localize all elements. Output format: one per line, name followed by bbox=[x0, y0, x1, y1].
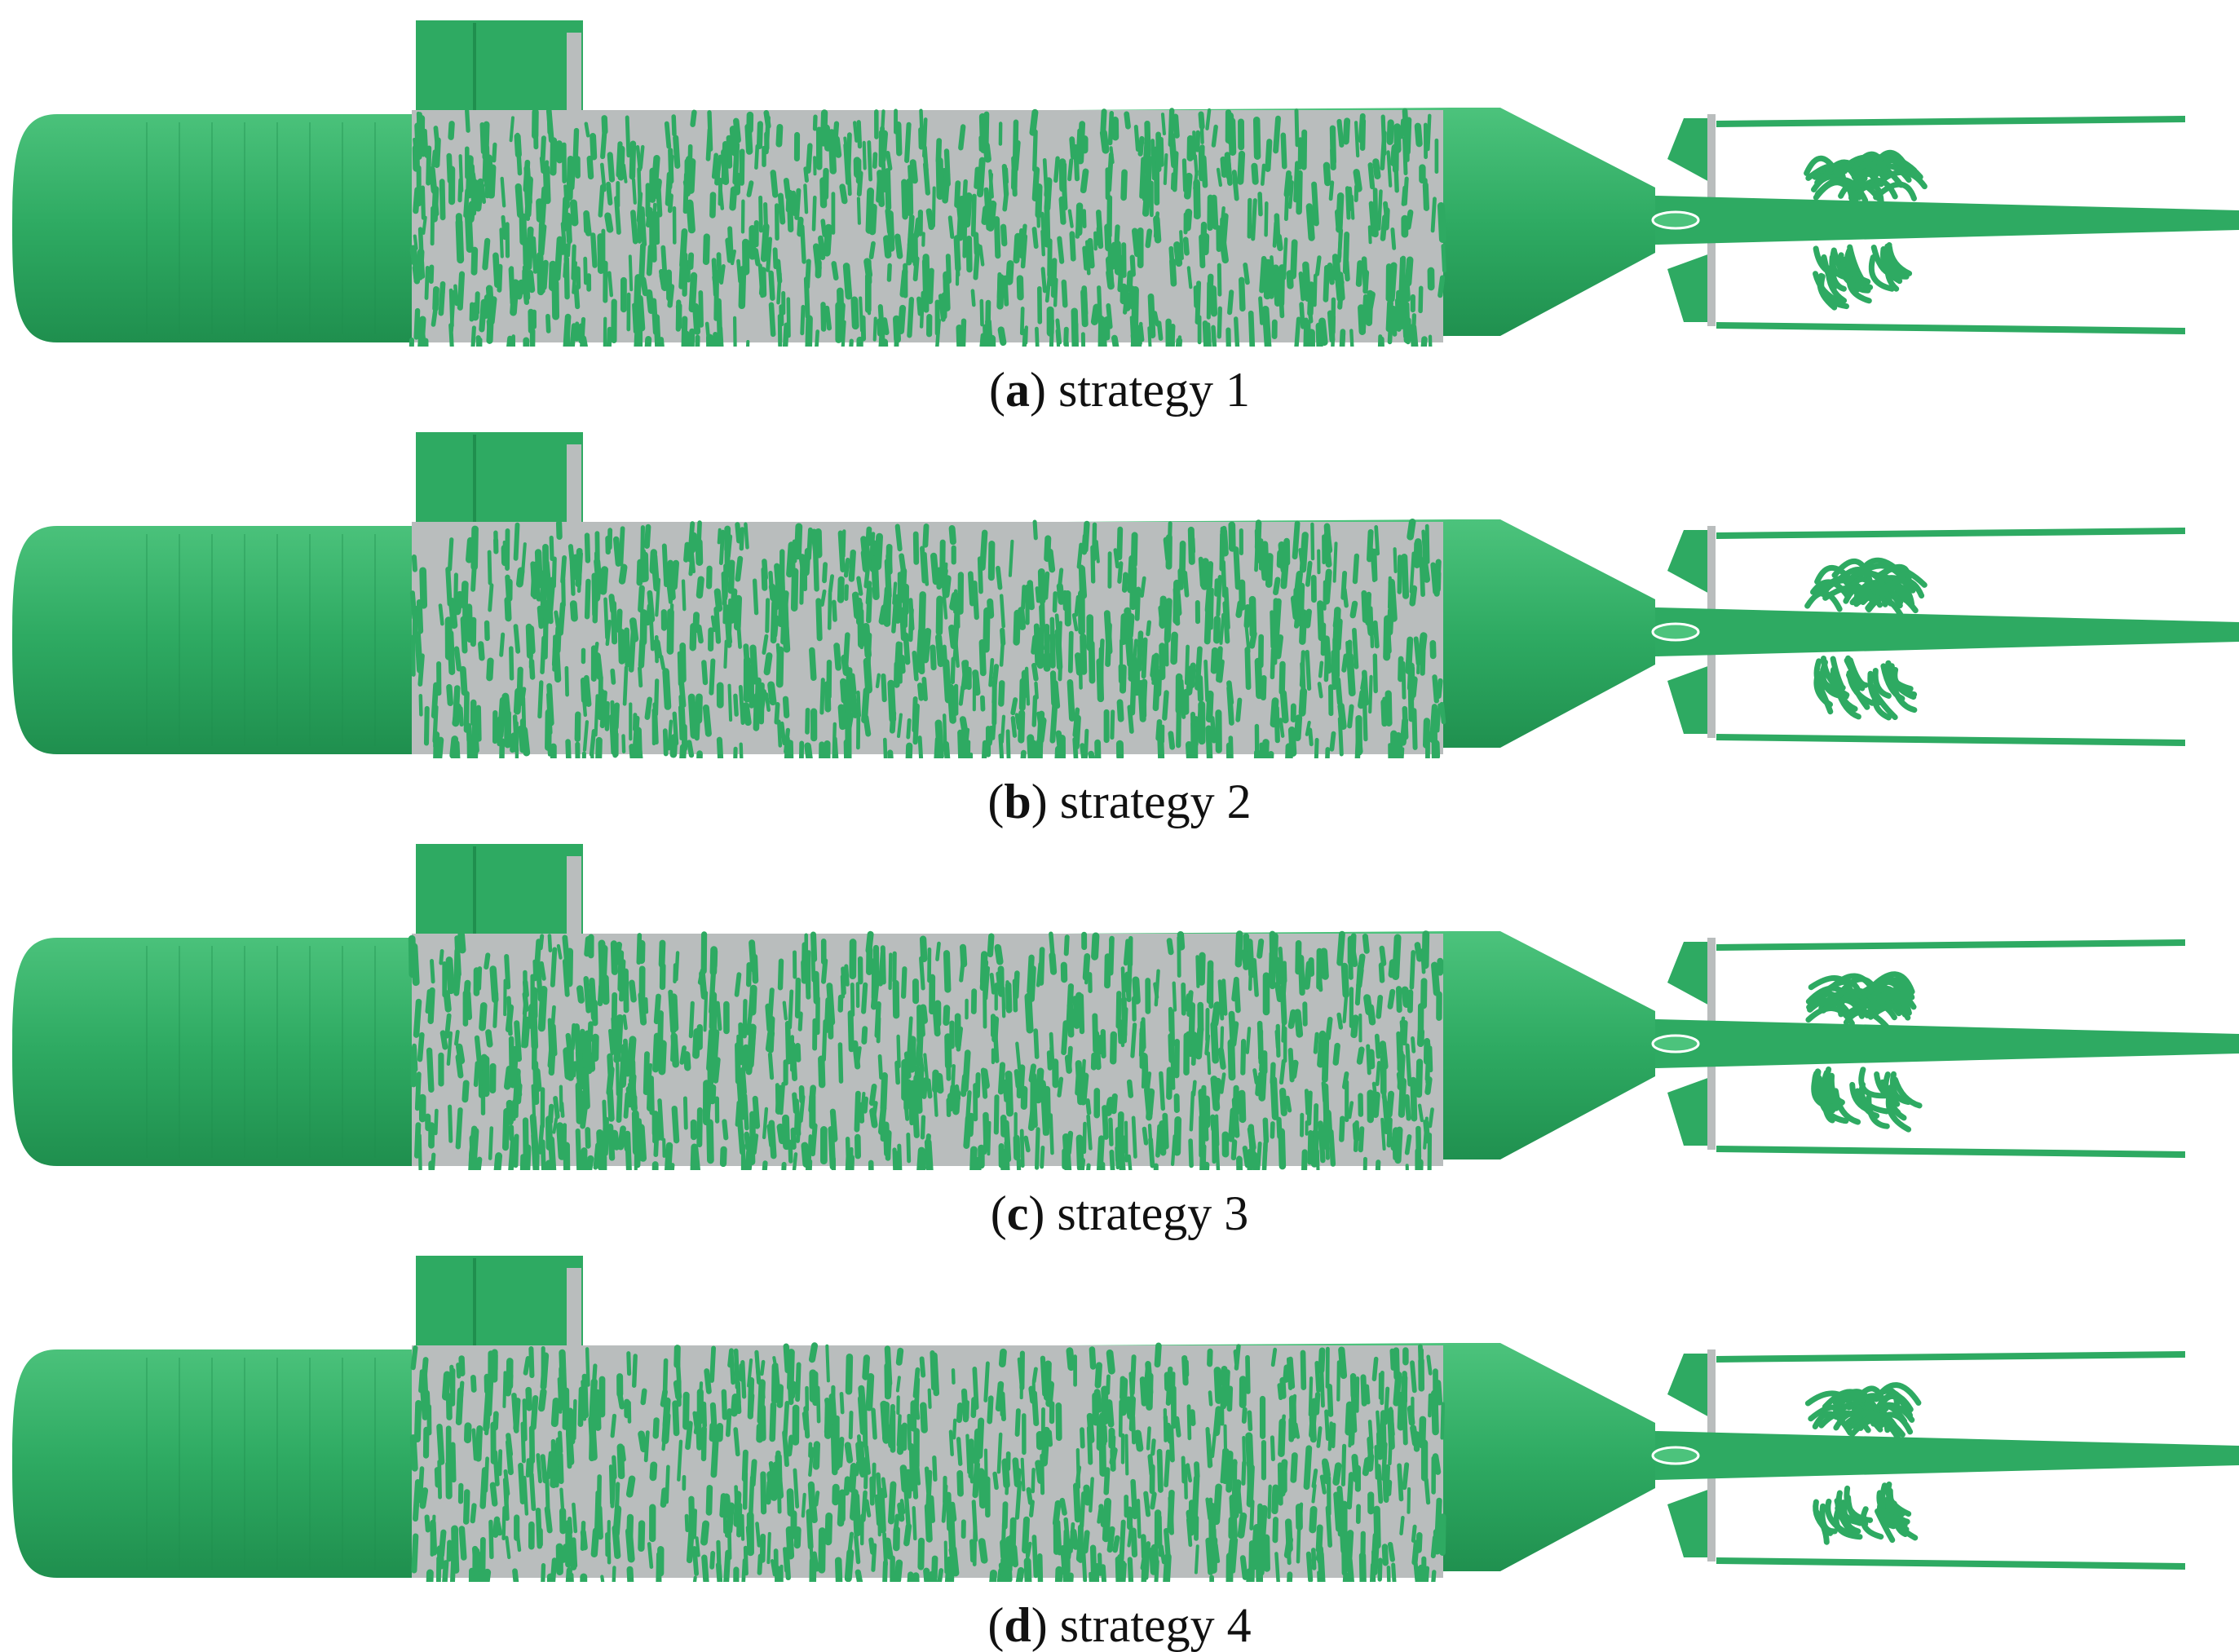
sail-edge bbox=[567, 444, 581, 528]
hub-wake bbox=[1655, 1431, 2239, 1480]
upper-fin bbox=[1667, 1354, 1712, 1419]
upper-trailing-vortex bbox=[1716, 116, 2185, 127]
sail-edge bbox=[567, 856, 581, 940]
caption-paren-open: ( bbox=[991, 1186, 1007, 1240]
lower-fin bbox=[1667, 665, 1712, 734]
caption-d: (d) strategy 4 bbox=[0, 1601, 2239, 1650]
submarine-render-b bbox=[0, 412, 2239, 771]
caption-b: (b) strategy 2 bbox=[0, 777, 2239, 826]
caption-label: strategy 3 bbox=[1044, 1186, 1248, 1240]
propeller-hub bbox=[1653, 212, 1698, 228]
turbulent-streaks bbox=[411, 110, 1444, 359]
sail bbox=[416, 20, 583, 117]
caption-letter: d bbox=[1004, 1598, 1031, 1652]
turbulent-streaks bbox=[412, 522, 1444, 771]
lower-fin bbox=[1667, 1076, 1712, 1146]
lower-fin bbox=[1667, 1488, 1712, 1557]
hub-wake bbox=[1655, 607, 2239, 656]
caption-label: strategy 1 bbox=[1046, 363, 1250, 417]
lower-trailing-vortex bbox=[1716, 1146, 2185, 1158]
lower-fin bbox=[1667, 253, 1712, 322]
submarine-render-d bbox=[0, 1235, 2239, 1594]
upper-trailing-vortex bbox=[1716, 1351, 2185, 1363]
propeller-hub bbox=[1653, 624, 1698, 640]
panel-b: (b) strategy 2 bbox=[0, 412, 2239, 824]
submarine-render-c bbox=[0, 824, 2239, 1182]
upper-fin bbox=[1667, 530, 1712, 595]
caption-label: strategy 2 bbox=[1048, 775, 1252, 828]
caption-paren-close: ) bbox=[1030, 363, 1046, 417]
caption-c: (c) strategy 3 bbox=[0, 1189, 2239, 1238]
lower-trailing-vortex bbox=[1716, 1557, 2185, 1570]
caption-paren-close: ) bbox=[1028, 1186, 1044, 1240]
propeller-hub bbox=[1653, 1036, 1698, 1052]
caption-paren-open: ( bbox=[987, 775, 1004, 828]
lower-trailing-vortex bbox=[1716, 734, 2185, 746]
submarine-render-a bbox=[0, 0, 2239, 359]
caption-paren-open: ( bbox=[989, 363, 1005, 417]
caption-letter: b bbox=[1004, 775, 1031, 828]
caption-letter: a bbox=[1005, 363, 1030, 417]
sail-edge bbox=[567, 1268, 581, 1352]
lower-trailing-vortex bbox=[1716, 322, 2185, 334]
propeller-hub bbox=[1653, 1447, 1698, 1464]
caption-letter: c bbox=[1007, 1186, 1029, 1240]
upper-trailing-vortex bbox=[1716, 939, 2185, 951]
caption-label: strategy 4 bbox=[1048, 1598, 1252, 1652]
sail bbox=[416, 1256, 583, 1352]
caption-paren-close: ) bbox=[1031, 775, 1048, 828]
panel-c: (c) strategy 3 bbox=[0, 824, 2239, 1235]
hub-wake bbox=[1655, 1019, 2239, 1068]
upper-fin bbox=[1667, 118, 1712, 183]
turbulent-streaks bbox=[412, 934, 1443, 1182]
hub-wake bbox=[1655, 196, 2239, 245]
caption-paren-open: ( bbox=[987, 1598, 1004, 1652]
upper-fin bbox=[1667, 942, 1712, 1007]
sail bbox=[416, 844, 583, 940]
panel-a: (a) strategy 1 bbox=[0, 0, 2239, 412]
sail bbox=[416, 432, 583, 528]
caption-a: (a) strategy 1 bbox=[0, 365, 2239, 414]
caption-paren-close: ) bbox=[1031, 1598, 1048, 1652]
sail-edge bbox=[567, 33, 581, 117]
turbulent-streaks bbox=[412, 1345, 1443, 1594]
panel-d: (d) strategy 4 bbox=[0, 1235, 2239, 1650]
upper-trailing-vortex bbox=[1716, 528, 2185, 539]
